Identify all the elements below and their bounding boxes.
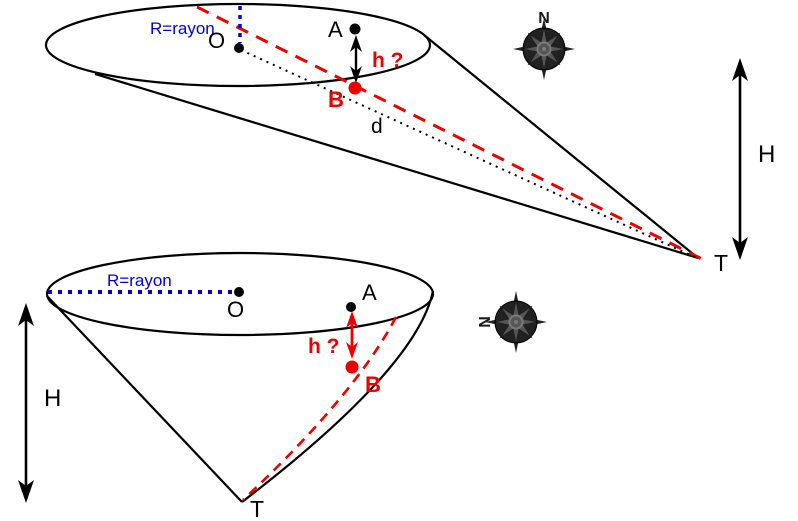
elevation-depth-arrow [346, 311, 358, 359]
elevation-compass-label: N [477, 316, 494, 328]
compass-rose-icon: N [513, 10, 575, 80]
elevation-cone-edge-left [46, 295, 243, 503]
plan-depth-arrow [350, 35, 362, 83]
elevation-point-a-label: A [362, 280, 377, 305]
plan-compass-label: N [538, 10, 550, 27]
plan-distance-line-dotted [240, 49, 698, 259]
plan-distance-label: d [371, 115, 383, 138]
arrowhead-up-icon [350, 35, 362, 52]
plan-view: R=rayon O A h ? B d T H N [44, 2, 775, 276]
plan-apex-label: T [714, 250, 728, 276]
compass-rose-rotated-icon: N [477, 291, 547, 353]
elevation-depth-query-label: h ? [308, 335, 340, 358]
arrowhead-down-icon [732, 237, 748, 260]
elevation-point-b [345, 360, 359, 374]
plan-height-label: H [758, 141, 775, 168]
arrowhead-up-icon [346, 311, 358, 328]
plan-point-b-label: B [328, 87, 344, 112]
plan-cone-edge-lower [94, 72, 699, 260]
plan-depth-query-label: h ? [372, 49, 404, 72]
elevation-radius-label: R=rayon [107, 271, 172, 290]
elevation-view: R=rayon O A h ? B T H N [18, 251, 547, 521]
elevation-cone-edge-right [241, 290, 435, 503]
plan-cone-edge-upper [423, 34, 699, 259]
arrowhead-down-icon [346, 342, 358, 359]
arrowhead-down-icon [18, 480, 34, 503]
plan-point-a-label: A [328, 17, 343, 42]
plan-sight-line-red-dashed [196, 5, 703, 261]
elevation-height-label: H [44, 385, 61, 412]
plan-point-a [349, 23, 361, 35]
plan-point-b [348, 81, 362, 95]
elevation-sight-line-red-dashed [242, 316, 398, 501]
elevation-center-label: O [227, 297, 244, 322]
plan-height-arrow [732, 58, 748, 260]
elevation-apex-label: T [250, 496, 264, 521]
plan-point-o [234, 43, 244, 53]
arrowhead-up-icon [18, 303, 34, 326]
elevation-point-a [346, 302, 356, 312]
arrowhead-down-icon [350, 66, 362, 83]
arrowhead-up-icon [732, 58, 748, 81]
plan-cone-base-ellipse [44, 2, 432, 88]
plan-center-label: O [208, 28, 225, 53]
elevation-height-arrow [18, 303, 34, 503]
elevation-point-o [234, 287, 244, 297]
elevation-point-b-label: B [365, 372, 381, 397]
plan-radius-label: R=rayon [150, 19, 215, 38]
